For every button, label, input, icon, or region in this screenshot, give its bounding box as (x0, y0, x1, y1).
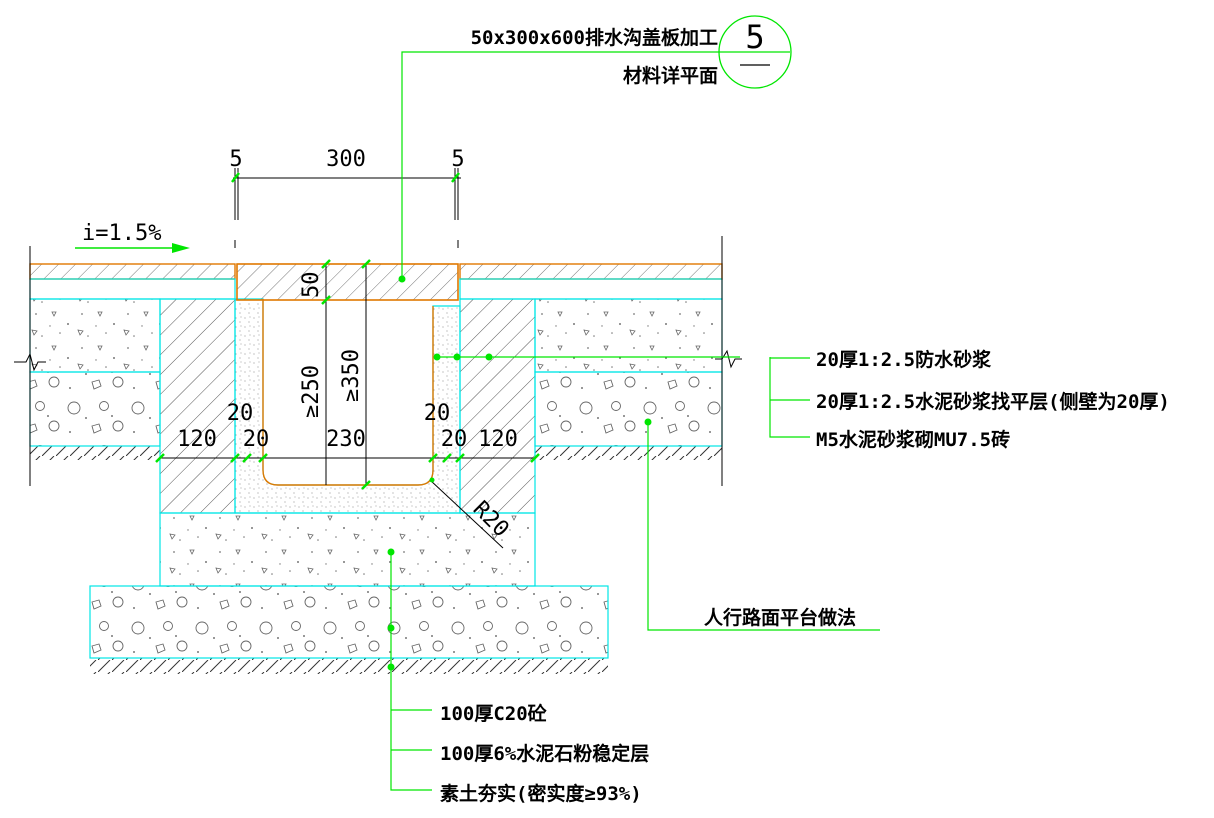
stabilized-layer (89, 585, 609, 659)
dim-left-plaster-lower: 20 (243, 427, 270, 452)
label-leveling-layer: 20厚1:2.5水泥砂浆找平层(侧壁为20厚) (816, 390, 1170, 413)
leader-lines (390, 51, 880, 791)
slope-arrow (75, 243, 190, 253)
drawing-title: 50x300x600排水沟盖板加工 (471, 26, 718, 49)
pavement-left (29, 246, 236, 486)
break-mark-left (14, 352, 46, 372)
dim-inner-depth: ≥250 (299, 365, 324, 418)
pavement-right (459, 236, 723, 486)
label-pavement: 人行路面平台做法 (704, 606, 856, 629)
dim-right-wall: 120 (478, 427, 518, 452)
dim-top-left-gap: 5 (229, 147, 242, 172)
leader-dots (387, 275, 652, 671)
dim-left-wall: 120 (177, 427, 217, 452)
detail-number: 5 (745, 18, 764, 56)
channel-lining (234, 298, 461, 514)
dimension-ticks (155, 172, 540, 490)
dim-cover-width: 300 (326, 147, 366, 172)
radius-leader (429, 479, 504, 549)
detail-callout: 5 (718, 15, 792, 89)
slope-label: i=1.5% (82, 221, 161, 246)
dim-top-right-gap: 5 (451, 147, 464, 172)
drawing-subtitle: 材料详平面 (623, 64, 718, 87)
dim-right-plaster-lower: 20 (441, 427, 468, 452)
break-mark-right (715, 349, 742, 369)
dim-total-depth: ≥350 (339, 349, 364, 402)
concrete-base-layer (159, 512, 536, 587)
brick-walls (159, 298, 536, 514)
subgrade-hatching (30, 446, 722, 674)
label-stabilized-layer: 100厚6%水泥石粉稳定层 (440, 742, 649, 765)
dim-channel-width: 230 (326, 427, 366, 452)
radius-dot (429, 477, 435, 483)
cover-plate (236, 263, 459, 301)
label-compacted-soil: 素土夯实(密实度≥93%) (440, 782, 642, 805)
dim-cover-thickness: 50 (299, 272, 324, 299)
label-waterproof-mortar: 20厚1:2.5防水砂浆 (816, 348, 992, 371)
label-concrete: 100厚C20砼 (440, 702, 548, 725)
label-brick-wall: M5水泥砂浆砌MU7.5砖 (816, 428, 1010, 451)
dim-right-plaster-upper: 20 (424, 401, 451, 426)
dim-left-plaster-upper: 20 (227, 401, 254, 426)
